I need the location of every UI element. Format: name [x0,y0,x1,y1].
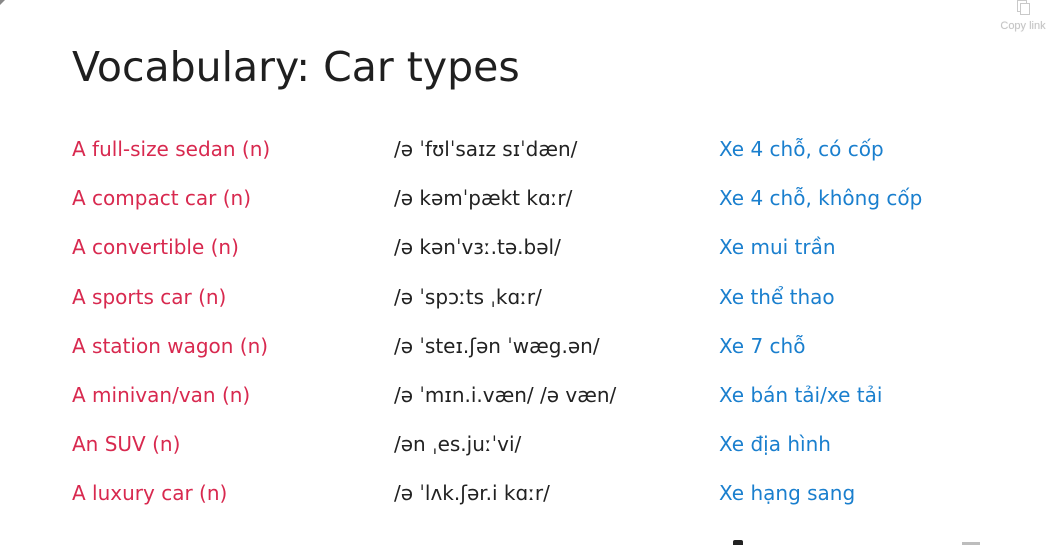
cursor-icon [0,0,5,5]
vocab-term: A convertible (n) [72,235,239,260]
vocab-ipa: /ə kənˈvɜː.tə.bəl/ [394,235,561,260]
vocab-meaning: Xe 7 chỗ [719,333,806,358]
vocabulary-table: A full-size sedan (n) /ə ˈfʊlˈsaɪz sɪˈdæ… [72,133,1032,527]
vocab-row: An SUV (n) /ən ˌes.juːˈvi/ Xe địa hình [72,428,1032,477]
vocab-term: A sports car (n) [72,284,227,309]
vocab-meaning: Xe 4 chỗ, có cốp [719,137,884,161]
vocab-ipa: /ə ˈfʊlˈsaɪz sɪˈdæn/ [394,137,578,161]
copy-link-label: Copy link [1000,20,1046,32]
vocab-row: A full-size sedan (n) /ə ˈfʊlˈsaɪz sɪˈdæ… [72,133,1032,182]
vocab-ipa: /ə ˈsteɪ.ʃən ˈwæg.ən/ [394,333,600,358]
vocab-term: A luxury car (n) [72,481,228,506]
vocab-term: A minivan/van (n) [72,382,251,407]
vocab-row: A sports car (n) /ə ˈspɔːts ˌkɑːr/ Xe th… [72,281,1032,330]
vocab-meaning: Xe mui trần [719,235,836,260]
vocab-row: A station wagon (n) /ə ˈsteɪ.ʃən ˈwæg.ən… [72,330,1032,379]
vocab-meaning: Xe thể thao [719,284,835,309]
bottom-edge-mark [962,542,980,545]
vocab-ipa: /ə kəmˈpækt kɑːr/ [394,186,573,211]
vocab-row: A compact car (n) /ə kəmˈpækt kɑːr/ Xe 4… [72,182,1032,231]
copy-icon [1017,0,1030,15]
vocab-term: A full-size sedan (n) [72,137,271,161]
copy-link-button[interactable]: Copy link [994,0,1052,40]
vocab-meaning: Xe địa hình [719,432,831,457]
vocab-term: A compact car (n) [72,186,252,211]
vocab-term: An SUV (n) [72,432,181,457]
vocab-row: A minivan/van (n) /ə ˈmɪn.i.væn/ /ə væn/… [72,379,1032,428]
vocab-row: A convertible (n) /ə kənˈvɜː.tə.bəl/ Xe … [72,231,1032,280]
page-title: Vocabulary: Car types [72,43,520,91]
vocab-meaning: Xe bán tải/xe tải [719,382,883,407]
vocab-meaning: Xe 4 chỗ, không cốp [719,186,923,211]
vocab-ipa: /ə ˈmɪn.i.væn/ /ə væn/ [394,382,617,407]
vocab-meaning: Xe hạng sang [719,481,856,506]
bottom-edge-mark [733,540,743,545]
vocab-ipa: /ə ˈspɔːts ˌkɑːr/ [394,284,542,309]
vocab-term: A station wagon (n) [72,333,269,358]
vocab-ipa: /ə ˈlʌk.ʃər.i kɑːr/ [394,481,550,506]
vocab-row: A luxury car (n) /ə ˈlʌk.ʃər.i kɑːr/ Xe … [72,477,1032,526]
vocab-ipa: /ən ˌes.juːˈvi/ [394,432,522,457]
